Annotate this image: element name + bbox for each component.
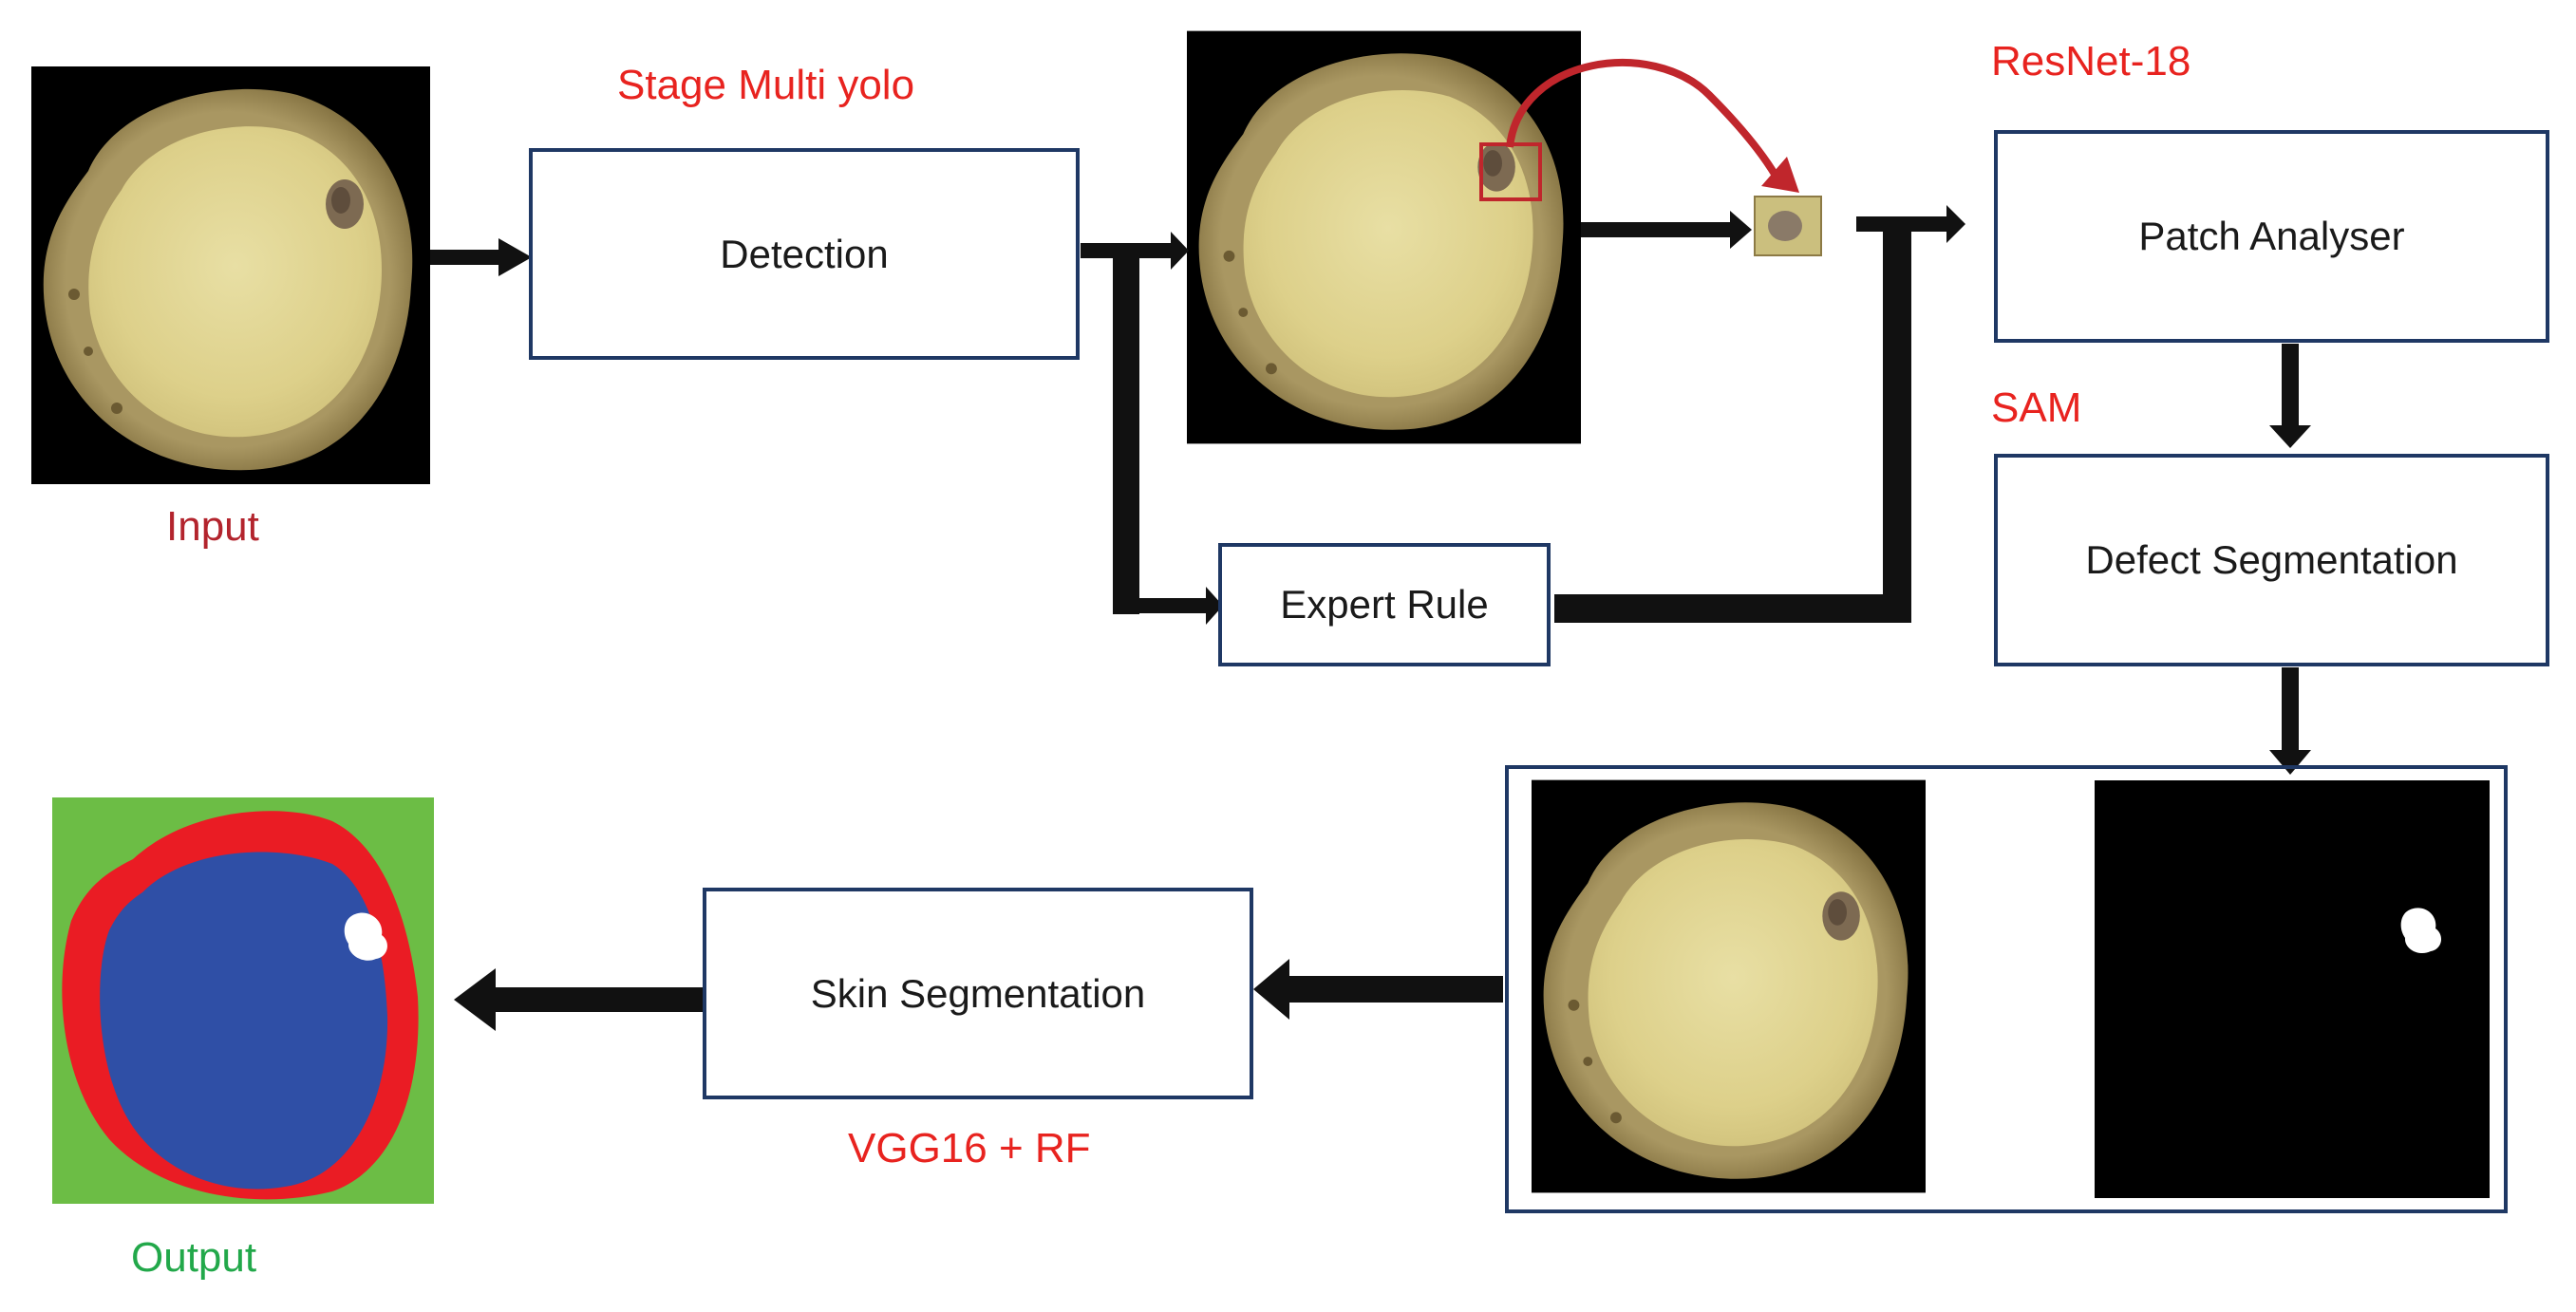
segmented-potato-image bbox=[1532, 779, 1926, 1193]
input-potato-image bbox=[31, 66, 430, 484]
detection-label: Detection bbox=[720, 231, 889, 276]
arrows bbox=[430, 205, 2311, 1031]
detected-potato-image bbox=[1187, 30, 1581, 444]
resnet-label: ResNet-18 bbox=[1991, 38, 2191, 84]
skin-segmentation-box: Skin Segmentation bbox=[703, 888, 1253, 1099]
stage-multi-yolo-label: Stage Multi yolo bbox=[617, 62, 915, 108]
segmentation-result-panel bbox=[1505, 765, 2508, 1213]
skin-segmentation-label: Skin Segmentation bbox=[810, 970, 1146, 1016]
detection-box: Detection bbox=[529, 148, 1080, 360]
defect-mask-image bbox=[2095, 780, 2490, 1198]
expert-rule-box: Expert Rule bbox=[1218, 543, 1551, 666]
defect-segmentation-box: Defect Segmentation bbox=[1994, 454, 2549, 666]
output-mask-image bbox=[52, 797, 434, 1204]
input-label: Input bbox=[166, 503, 259, 550]
patch-analyser-label: Patch Analyser bbox=[2138, 214, 2405, 258]
patch-analyser-box: Patch Analyser bbox=[1994, 130, 2549, 343]
vgg-label: VGG16 + RF bbox=[848, 1125, 1091, 1171]
sam-label: SAM bbox=[1991, 384, 2082, 431]
output-label: Output bbox=[131, 1234, 257, 1281]
patch-extraction-arrow bbox=[1506, 59, 1779, 178]
defect-segmentation-label: Defect Segmentation bbox=[2085, 537, 2458, 582]
patch-extraction-arrowhead bbox=[1761, 157, 1799, 193]
expert-rule-label: Expert Rule bbox=[1280, 582, 1489, 627]
patch-image bbox=[1754, 196, 1822, 256]
